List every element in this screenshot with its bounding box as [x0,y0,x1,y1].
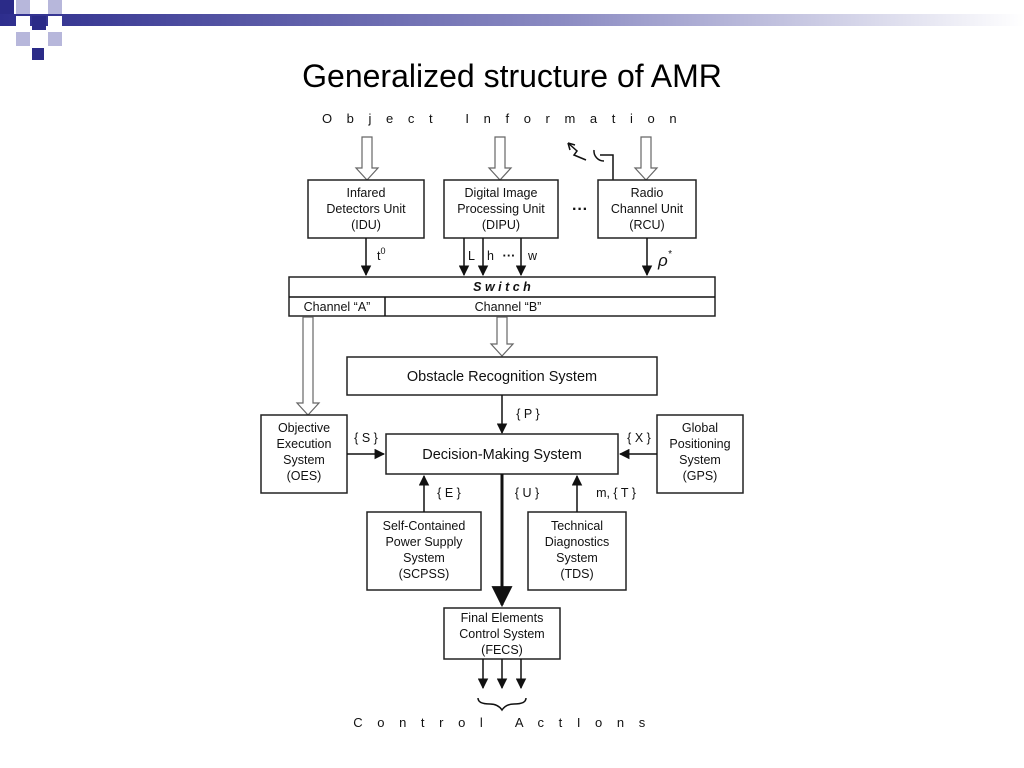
dipu-box [443,179,559,239]
antenna-icon [567,142,614,180]
input-arrows [354,136,659,181]
rcu-box [597,179,697,239]
idu-line-3: (IDU) [351,218,381,232]
tds-line-3: System [556,551,598,565]
rcu-line-3: (RCU) [629,218,664,232]
dipu-line-2: Processing Unit [457,202,545,216]
tds-line-1: Technical [551,519,603,533]
object-information-label: O b j e c t I n f o r m a t i o n [322,111,682,126]
tds-line-4: (TDS) [560,567,593,581]
control-actions-label: C o n t r o l A c t I o n s [353,715,651,730]
tds-line-2: Diagnostics [545,535,610,549]
oes-line-4: (OES) [287,469,322,483]
rcu-line-2: Channel Unit [611,202,684,216]
gps-line-1: Global [682,421,718,435]
signal-rho: ρ* [657,249,673,270]
flow-x: { X } [627,431,651,445]
flow-s: { S } [354,431,378,445]
output-brace [477,697,527,712]
dipu-line-3: (DIPU) [482,218,520,232]
gps-line-4: (GPS) [683,469,718,483]
gps-line-3: System [679,453,721,467]
output-arrows [477,659,527,690]
dipu-line-1: Digital Image [465,186,538,200]
flow-p: { P } [516,407,539,421]
scpss-line-4: (SCPSS) [399,567,450,581]
slide-title: Generalized structure of AMR [302,58,722,94]
fecs-line-2: Control System [459,627,544,641]
channel-a-label: Channel “A” [304,300,371,314]
signal-h: h [487,249,494,263]
oes-box [260,414,348,494]
idu-box [307,179,425,239]
idu-line-2: Detectors Unit [326,202,406,216]
gps-line-2: Positioning [669,437,730,451]
scpss-line-1: Self-Contained [383,519,466,533]
channel-a-arrow [295,316,321,416]
signal-arrows [360,238,653,277]
flow-e: { E } [437,486,461,500]
signal-l: L [468,249,475,263]
scpss-box [366,511,482,591]
scpss-line-2: Power Supply [385,535,463,549]
dms-label: Decision-Making System [422,447,582,463]
oes-line-1: Objective [278,421,330,435]
fecs-line-3: (FECS) [481,643,523,657]
channel-b-arrow [489,316,515,357]
scpss-line-3: System [403,551,445,565]
switch-label: S w i t c h [473,280,531,294]
oes-line-2: Execution [277,437,332,451]
units-ellipsis: ··· [572,201,588,218]
ors-label: Obstacle Recognition System [407,369,597,385]
banner-squares [0,0,62,60]
banner-gradient-bar [0,14,1024,26]
gps-box [656,414,744,494]
idu-line-1: Infared [347,186,386,200]
signal-w: w [527,249,538,263]
header-banner [0,0,1024,60]
dms-box [385,433,619,475]
oes-line-3: System [283,453,325,467]
channel-b-label: Channel “B” [475,300,542,314]
ors-box [346,356,658,396]
flow-mt: m, { T } [596,486,636,500]
signal-dots: ··· [503,248,516,263]
flow-u: { U } [515,486,539,500]
fecs-line-1: Final Elements [461,611,544,625]
signal-t: t0 [377,246,386,263]
rcu-line-1: Radio [631,186,664,200]
